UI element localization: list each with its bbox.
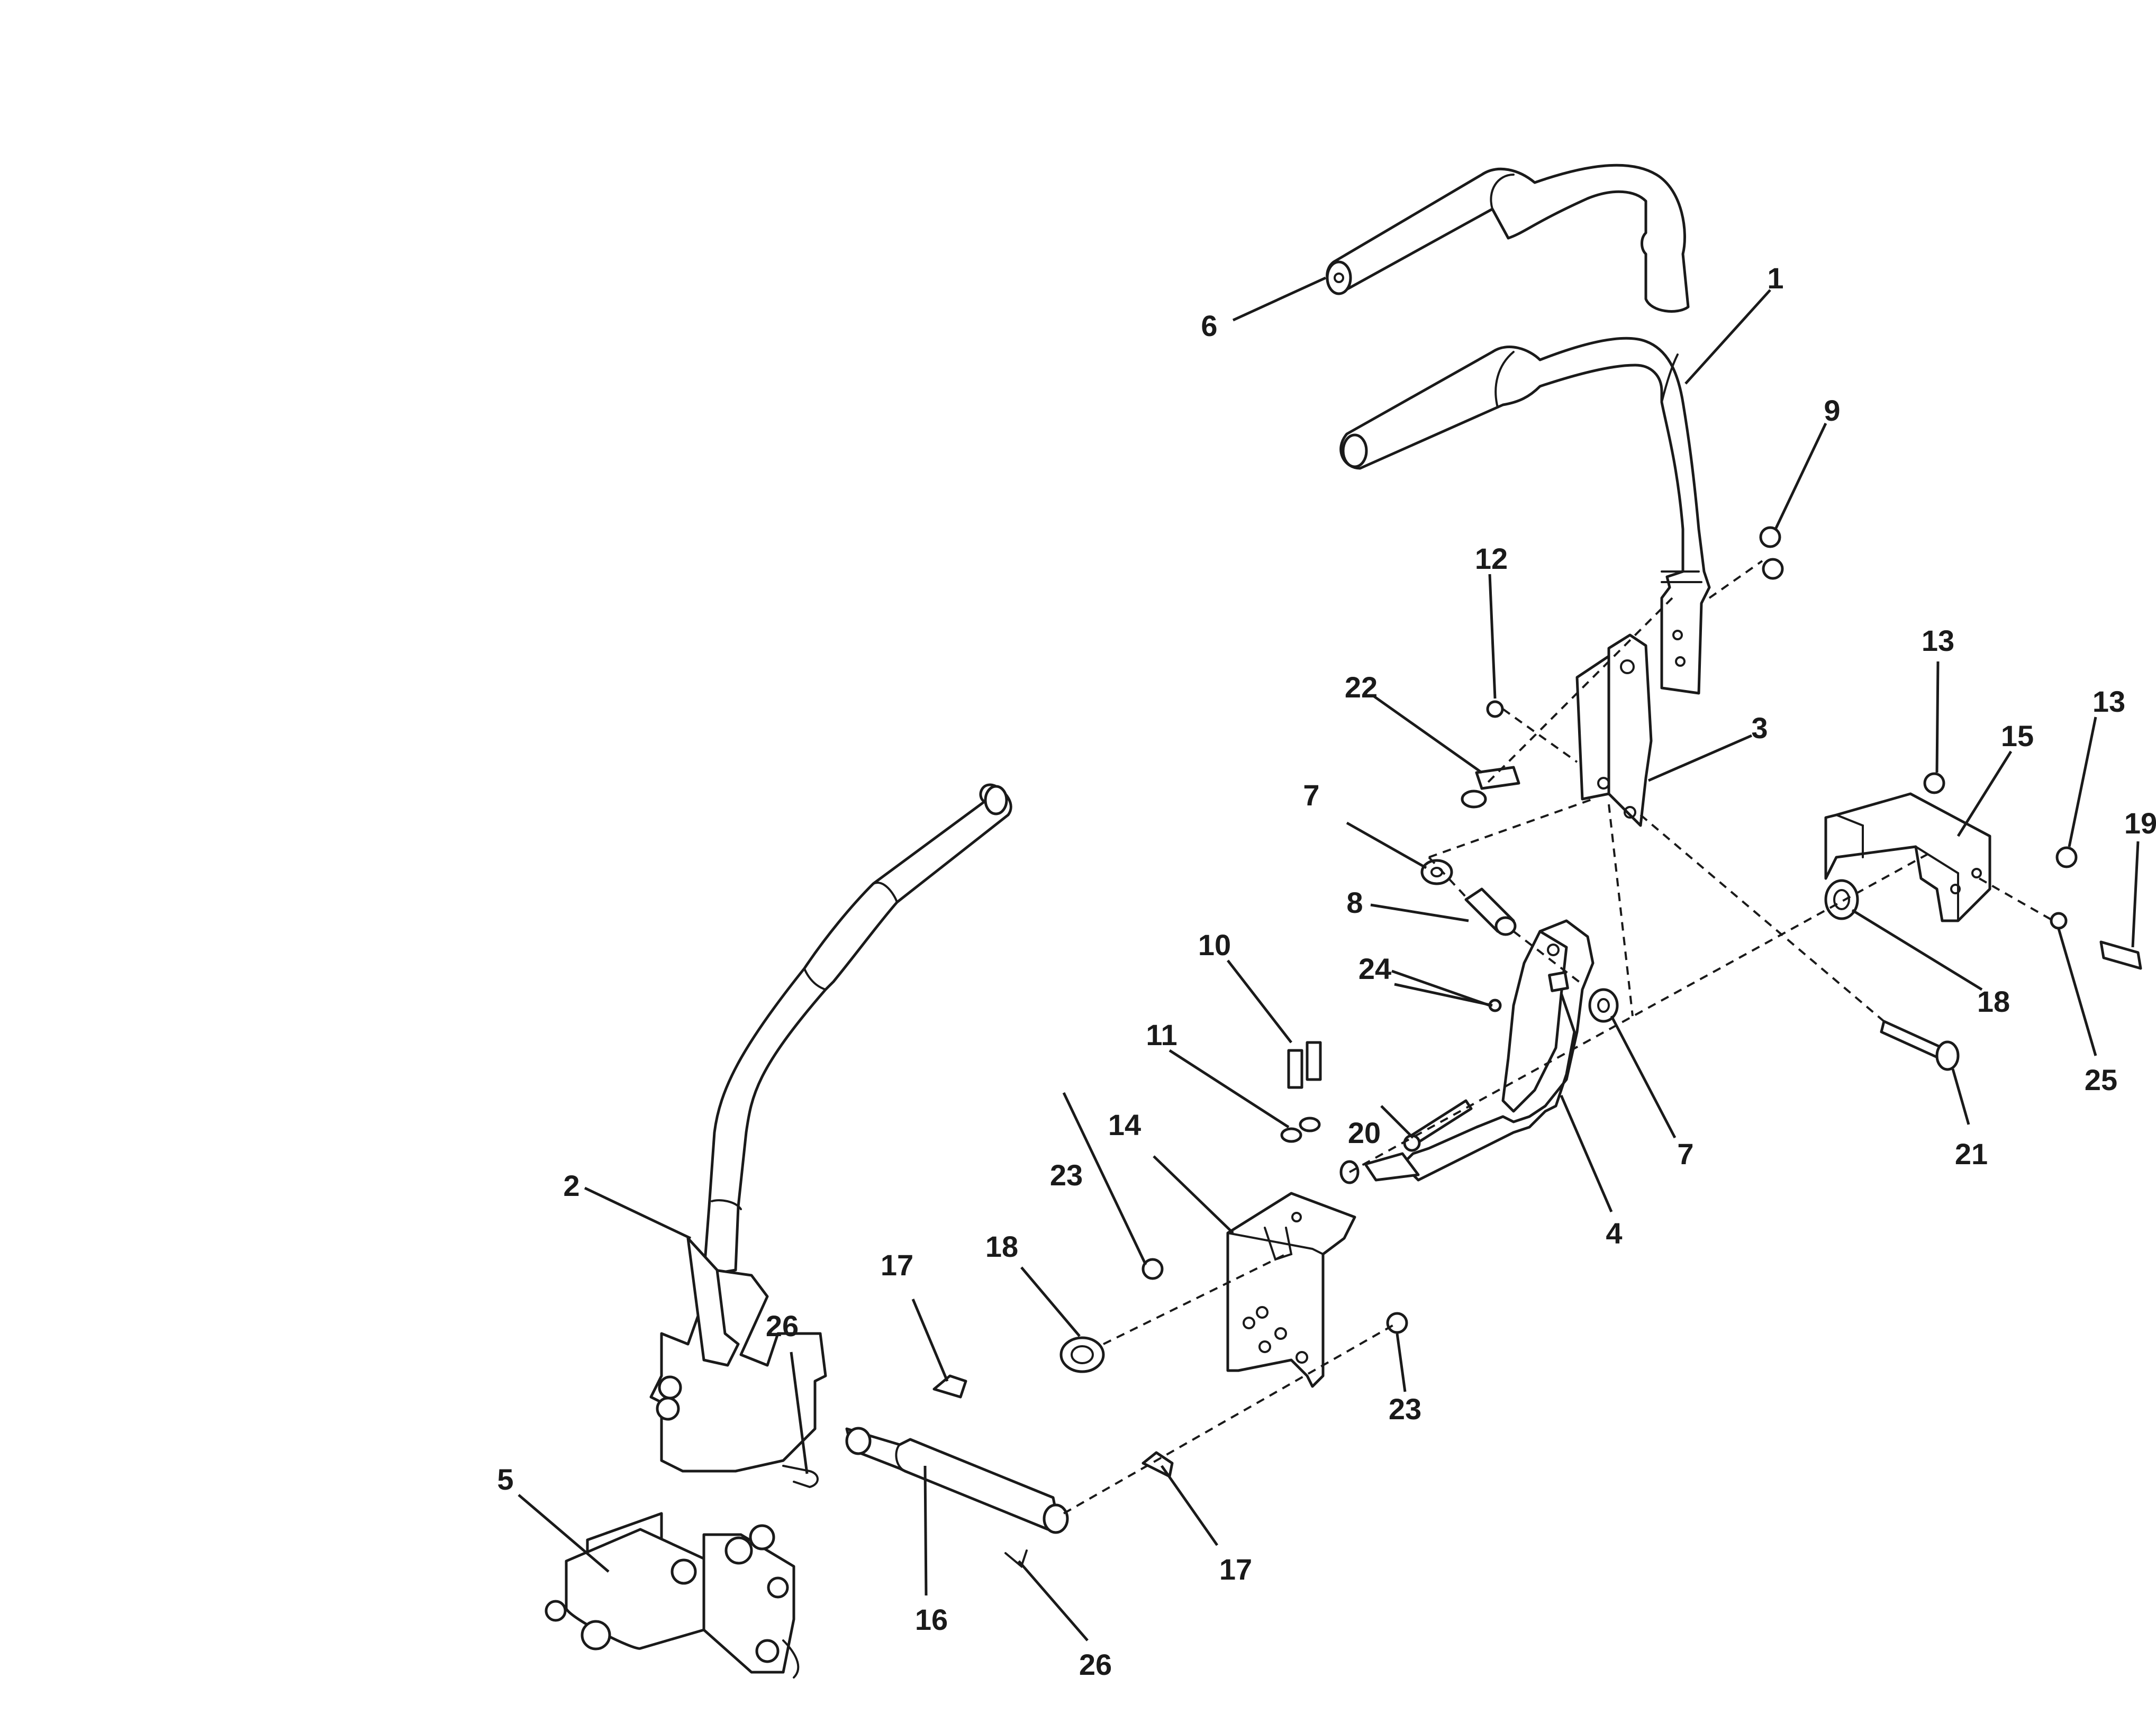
callout-11: 11 bbox=[1146, 1018, 1177, 1051]
callout-25: 25 bbox=[2085, 1063, 2117, 1096]
callout-18-left: 18 bbox=[985, 1230, 1018, 1263]
part-5-pivot-base bbox=[545, 1237, 827, 1679]
callout-4: 4 bbox=[1606, 1217, 1622, 1250]
callout-1: 1 bbox=[1767, 261, 1783, 295]
part-1-upper-handle bbox=[1339, 337, 1711, 695]
callout-8: 8 bbox=[1346, 886, 1363, 919]
callout-21: 21 bbox=[1955, 1137, 1988, 1171]
callout-13-right: 13 bbox=[2092, 685, 2125, 718]
callout-23-right: 23 bbox=[1389, 1392, 1421, 1426]
callout-6: 6 bbox=[1201, 309, 1217, 342]
part-16-gas-spring bbox=[845, 1427, 1069, 1534]
part-2-lower-handle bbox=[702, 783, 1012, 1277]
callout-15: 15 bbox=[2001, 719, 2034, 752]
callout-7-lower: 7 bbox=[1677, 1137, 1693, 1171]
callout-12: 12 bbox=[1475, 542, 1508, 575]
callout-labels: 1 2 3 4 5 6 7 7 8 9 10 11 12 13 13 14 15… bbox=[497, 261, 2156, 1681]
callout-10: 10 bbox=[1198, 928, 1231, 962]
callout-20: 20 bbox=[1348, 1116, 1381, 1149]
callout-2: 2 bbox=[563, 1169, 579, 1202]
part-14-mounting-plate bbox=[1226, 1192, 1356, 1388]
callout-14: 14 bbox=[1108, 1108, 1141, 1141]
callout-17-left: 17 bbox=[881, 1248, 913, 1282]
callout-9: 9 bbox=[1824, 394, 1840, 427]
callout-13-left: 13 bbox=[1922, 624, 1954, 657]
callout-16: 16 bbox=[915, 1603, 948, 1636]
callout-24: 24 bbox=[1358, 952, 1391, 985]
callout-26-right: 26 bbox=[1079, 1648, 1112, 1681]
callout-18-right: 18 bbox=[1977, 985, 2010, 1018]
callout-23-left: 23 bbox=[1050, 1158, 1083, 1192]
part-3-mount-bracket bbox=[1575, 633, 1653, 827]
callout-leader-lines bbox=[518, 276, 2140, 1642]
callout-3: 3 bbox=[1751, 711, 1768, 745]
callout-19: 19 bbox=[2124, 806, 2156, 840]
callout-26-left: 26 bbox=[766, 1309, 799, 1343]
callout-7-upper: 7 bbox=[1303, 778, 1319, 812]
part-15-right-bracket bbox=[1824, 792, 1991, 922]
callout-5: 5 bbox=[497, 1463, 513, 1496]
callout-22: 22 bbox=[1345, 670, 1378, 704]
callout-17-right: 17 bbox=[1219, 1553, 1252, 1586]
hardware-nuts-bolts bbox=[782, 526, 2142, 1568]
assembly-dashed-lines bbox=[1063, 560, 2054, 1515]
part-6-handle-grip bbox=[1326, 164, 1690, 313]
